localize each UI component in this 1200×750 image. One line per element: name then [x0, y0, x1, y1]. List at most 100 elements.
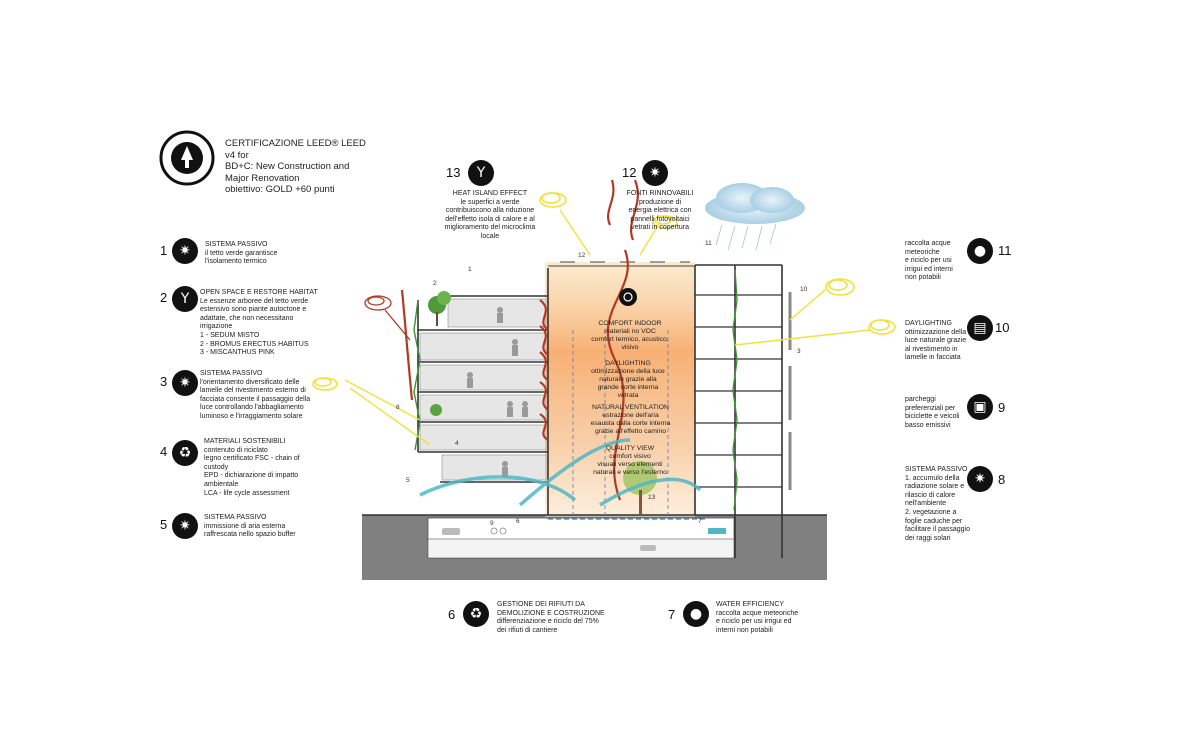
text-line: grande corte interna	[597, 384, 659, 391]
section-marker: 8	[396, 404, 400, 411]
recycle-icon: ♻	[172, 440, 198, 466]
item-number: 5	[160, 517, 168, 532]
text-line: naturali e verso l'esterno	[593, 469, 667, 476]
text-line: naturale grazie alla	[599, 376, 657, 383]
text-line: vetrata	[617, 392, 639, 399]
text-line: contribuiscono alla riduzione	[445, 207, 535, 215]
text-line: irrigui ed interni	[905, 265, 953, 273]
text-line: preferenziali per	[905, 404, 956, 412]
comfort-icon	[619, 288, 637, 306]
parking-vehicles	[442, 528, 726, 551]
text-line: LCA - life cycle assessment	[204, 489, 290, 497]
usgbc-logo	[159, 130, 215, 186]
text-line: produzione di	[638, 198, 682, 206]
text-line: 2 - BROMUS ERECTUS HABITUS	[200, 340, 309, 348]
text-line: ottimizzazione della	[905, 328, 967, 336]
text-line: il tetto verde garantisce	[205, 249, 278, 257]
text-line: adattate, che non necessitano	[200, 314, 294, 322]
text-line: ambientale	[204, 480, 239, 488]
right-item-8-text: SISTEMA PASSIVO 1. accumulo della radiaz…	[905, 466, 970, 543]
text-line: DAYLIGHTING	[605, 360, 651, 367]
green-facade	[413, 269, 738, 511]
text-line: HEAT ISLAND EFFECT	[452, 190, 528, 197]
text-line: WATER EFFICIENCY	[716, 601, 785, 608]
text-line: non potabili	[905, 274, 941, 282]
text-line: differenziazione e riciclo del 75%	[497, 618, 599, 626]
text-line: legno certificato FSC - chain of	[204, 455, 300, 463]
text-line: GESTIONE DEI RIFIUTI DA	[497, 601, 585, 608]
air-arrows	[419, 438, 702, 507]
text-line: l'orientamento diversificato delle	[200, 378, 300, 386]
text-line: SISTEMA PASSIVO	[204, 514, 267, 521]
right-wing-floors	[695, 294, 782, 488]
text-line: lamelle del rivestimento esterno di	[200, 387, 306, 395]
section-marker: 6	[516, 518, 520, 525]
sun-scribbles	[312, 192, 896, 391]
natural-ventilation-label: NATURAL VENTILATION estrazione dell'aria…	[583, 404, 678, 436]
section-marker: 2	[433, 280, 437, 287]
cert-line: CERTIFICAZIONE LEED® LEED v4 for	[225, 138, 366, 161]
recycle-icon: ♻	[463, 601, 489, 627]
section-marker: 1	[468, 266, 472, 273]
cert-line: obiettivo: GOLD +60 punti	[225, 184, 335, 195]
text-line: facciata consente il passaggio della	[200, 395, 311, 403]
left-wing-people	[467, 307, 528, 477]
cert-line: Major Renovation	[225, 172, 300, 184]
text-line: MATERIALI SOSTENIBILI	[204, 438, 286, 445]
text-line: ottimizzazione della luce	[591, 368, 665, 375]
text-line: raffrescata nello spazio buffer	[204, 531, 296, 539]
text-line: luminoso e l'irraggiamento solare	[200, 412, 303, 420]
item-number: 10	[995, 320, 1010, 335]
cloud-icon	[705, 183, 805, 251]
right-item-11-text: raccolta acque meteoriche e riciclo per …	[905, 240, 953, 283]
bike-icon	[490, 527, 507, 535]
text-line: SISTEMA PASSIVO	[200, 370, 263, 377]
sun-icon: ✷	[172, 238, 198, 264]
text-line: DEMOLIZIONE E COSTRUZIONE	[497, 609, 605, 617]
bus-icon: ▣	[967, 394, 993, 420]
item-number: 2	[160, 290, 168, 305]
text-line: custody	[204, 463, 229, 471]
certification-title: CERTIFICAZIONE LEED® LEED v4 for BD+C: N…	[225, 138, 375, 196]
right-item-9-text: parcheggi preferenziali per biciclette e…	[905, 396, 959, 430]
item-number: 1	[160, 243, 168, 258]
text-line: grazie all'effetto camino	[594, 428, 667, 435]
text-line: l'isolamento termico	[205, 258, 267, 266]
text-line: materiali no VOC	[604, 328, 656, 335]
text-line: luce controllando l'abbagliamento	[200, 404, 304, 412]
text-line: dei rifiuti di cantiere	[497, 626, 558, 634]
sun-icon: ✷	[172, 370, 198, 396]
text-line: 3 - MISCANTHUS PINK	[200, 349, 275, 357]
section-marker: 12	[578, 252, 586, 259]
text-line: contenuto di riciclato	[204, 446, 268, 454]
text-line: lamelle in facciata	[905, 354, 961, 362]
text-line: pannelli fotovoltaici	[630, 215, 690, 223]
text-line: irrigazione	[200, 323, 233, 331]
daylighting-label: DAYLIGHTING ottimizzazione della luce na…	[583, 360, 673, 400]
quality-view-label: QUALITY VIEW comfort visivo visuali vers…	[585, 445, 675, 477]
section-marker: 3	[797, 348, 801, 355]
tree-icon	[428, 291, 657, 515]
item-number: 6	[448, 607, 456, 622]
bottom-item-7-text: WATER EFFICIENCY raccolta acque meteoric…	[716, 601, 798, 635]
text-line: foglie caduche per	[905, 517, 963, 525]
text-line: locale	[480, 232, 500, 240]
item-number: 8	[998, 472, 1006, 487]
window-icon: ▤	[967, 315, 993, 341]
item-number: 7	[668, 607, 676, 622]
leaf-icon: Y	[172, 286, 198, 312]
section-marker: 10	[800, 286, 808, 293]
left-item-2-text: OPEN SPACE E RESTORE HABITAT Le essenze …	[200, 289, 318, 358]
text-line: energia elettrica con	[628, 207, 692, 215]
cert-line: BD+C: New Construction and	[225, 161, 350, 172]
text-line: meteoriche	[905, 248, 940, 256]
section-marker: 4	[455, 440, 459, 447]
left-item-4-text: MATERIALI SOSTENIBILI contenuto di ricic…	[204, 438, 300, 498]
text-line: dell'effetto isola di calore e al	[445, 215, 535, 223]
text-line: esausta dalla corte interna	[590, 420, 671, 427]
text-line: rilascio di calore	[905, 491, 956, 499]
left-item-3-text: SISTEMA PASSIVO l'orientamento diversifi…	[200, 370, 310, 422]
text-line: EPD - dichiarazione di impatto	[204, 472, 299, 480]
water-drop-icon: ●	[967, 238, 993, 264]
